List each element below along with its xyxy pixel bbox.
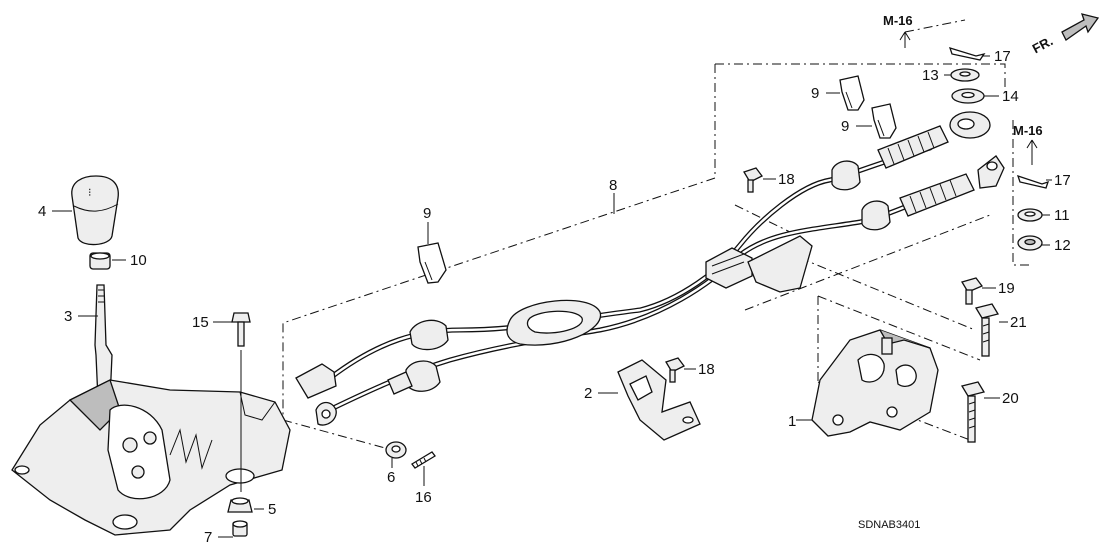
callout-9-upper: 9 [811,85,819,102]
clip-17-lower [1016,174,1050,189]
reference-label-m16-top: M-16 [883,13,913,28]
shift-knob: ⁝ [71,175,119,246]
washer-12 [1017,235,1043,251]
callout-7: 7 [204,529,212,546]
pin-16 [411,451,436,469]
cable-boot-lower [899,173,975,217]
callout-12: 12 [1054,237,1071,254]
shift-cable-assembly [295,111,1005,426]
diagram-code: SDNAB3401 [858,519,920,531]
clip-9-left [417,242,447,284]
callout-18-upper: 18 [778,171,795,188]
callout-16: 16 [415,489,432,506]
callout-9-lower: 9 [841,118,849,135]
bolt-18-upper [743,167,763,193]
callout-11: 11 [1054,207,1070,224]
washer-11 [1017,208,1043,222]
clip-9-upper [839,75,865,111]
cable-bracket [747,235,813,293]
washer-14 [951,88,985,104]
washer-13 [950,68,980,82]
callout-6: 6 [387,469,395,486]
callout-13: 13 [922,67,939,84]
clip-17-upper [948,47,986,61]
bolt-19 [961,277,984,305]
bolt-15 [231,312,251,492]
callout-8: 8 [609,177,617,194]
callout-15: 15 [192,314,209,331]
callout-1: 1 [788,413,796,430]
nut-6 [385,441,407,459]
bolt-20 [960,381,986,443]
callout-21: 21 [1010,314,1027,331]
clip-9-lower [871,103,897,139]
callout-14: 14 [1002,88,1019,105]
cable-boot-upper [877,125,949,169]
callout-2: 2 [584,385,592,402]
callout-3: 3 [64,308,72,325]
bolt-21 [974,303,1000,357]
callout-18-lower: 18 [698,361,715,378]
front-direction-indicator: FR. [1030,13,1100,56]
bolt-18-lower [665,357,685,383]
collar-7 [232,520,248,537]
shift-lever-housing [11,379,291,536]
cable-end-upper [295,363,337,399]
svg-text:⁝: ⁝ [88,187,92,199]
cable-eye-lower [977,155,1005,189]
nut-5 [227,497,253,513]
callout-10: 10 [130,252,147,269]
callout-17-upper: 17 [994,48,1011,65]
callout-20: 20 [1002,390,1019,407]
front-label: FR. [1030,33,1056,56]
leader-lines [52,31,1052,538]
callout-labels: 1 2 3 4 5 6 7 8 9 9 9 10 11 12 13 14 15 … [38,48,1071,546]
cable-bracket-2 [617,359,701,441]
reference-label-m16-right: M-16 [1013,123,1043,138]
knob-nut [89,252,111,270]
callout-4: 4 [38,203,46,220]
callout-9-left: 9 [423,205,431,222]
callout-17-lower: 17 [1054,172,1071,189]
callout-19: 19 [998,280,1015,297]
callout-5: 5 [268,501,276,518]
shift-bracket-base [811,329,939,437]
